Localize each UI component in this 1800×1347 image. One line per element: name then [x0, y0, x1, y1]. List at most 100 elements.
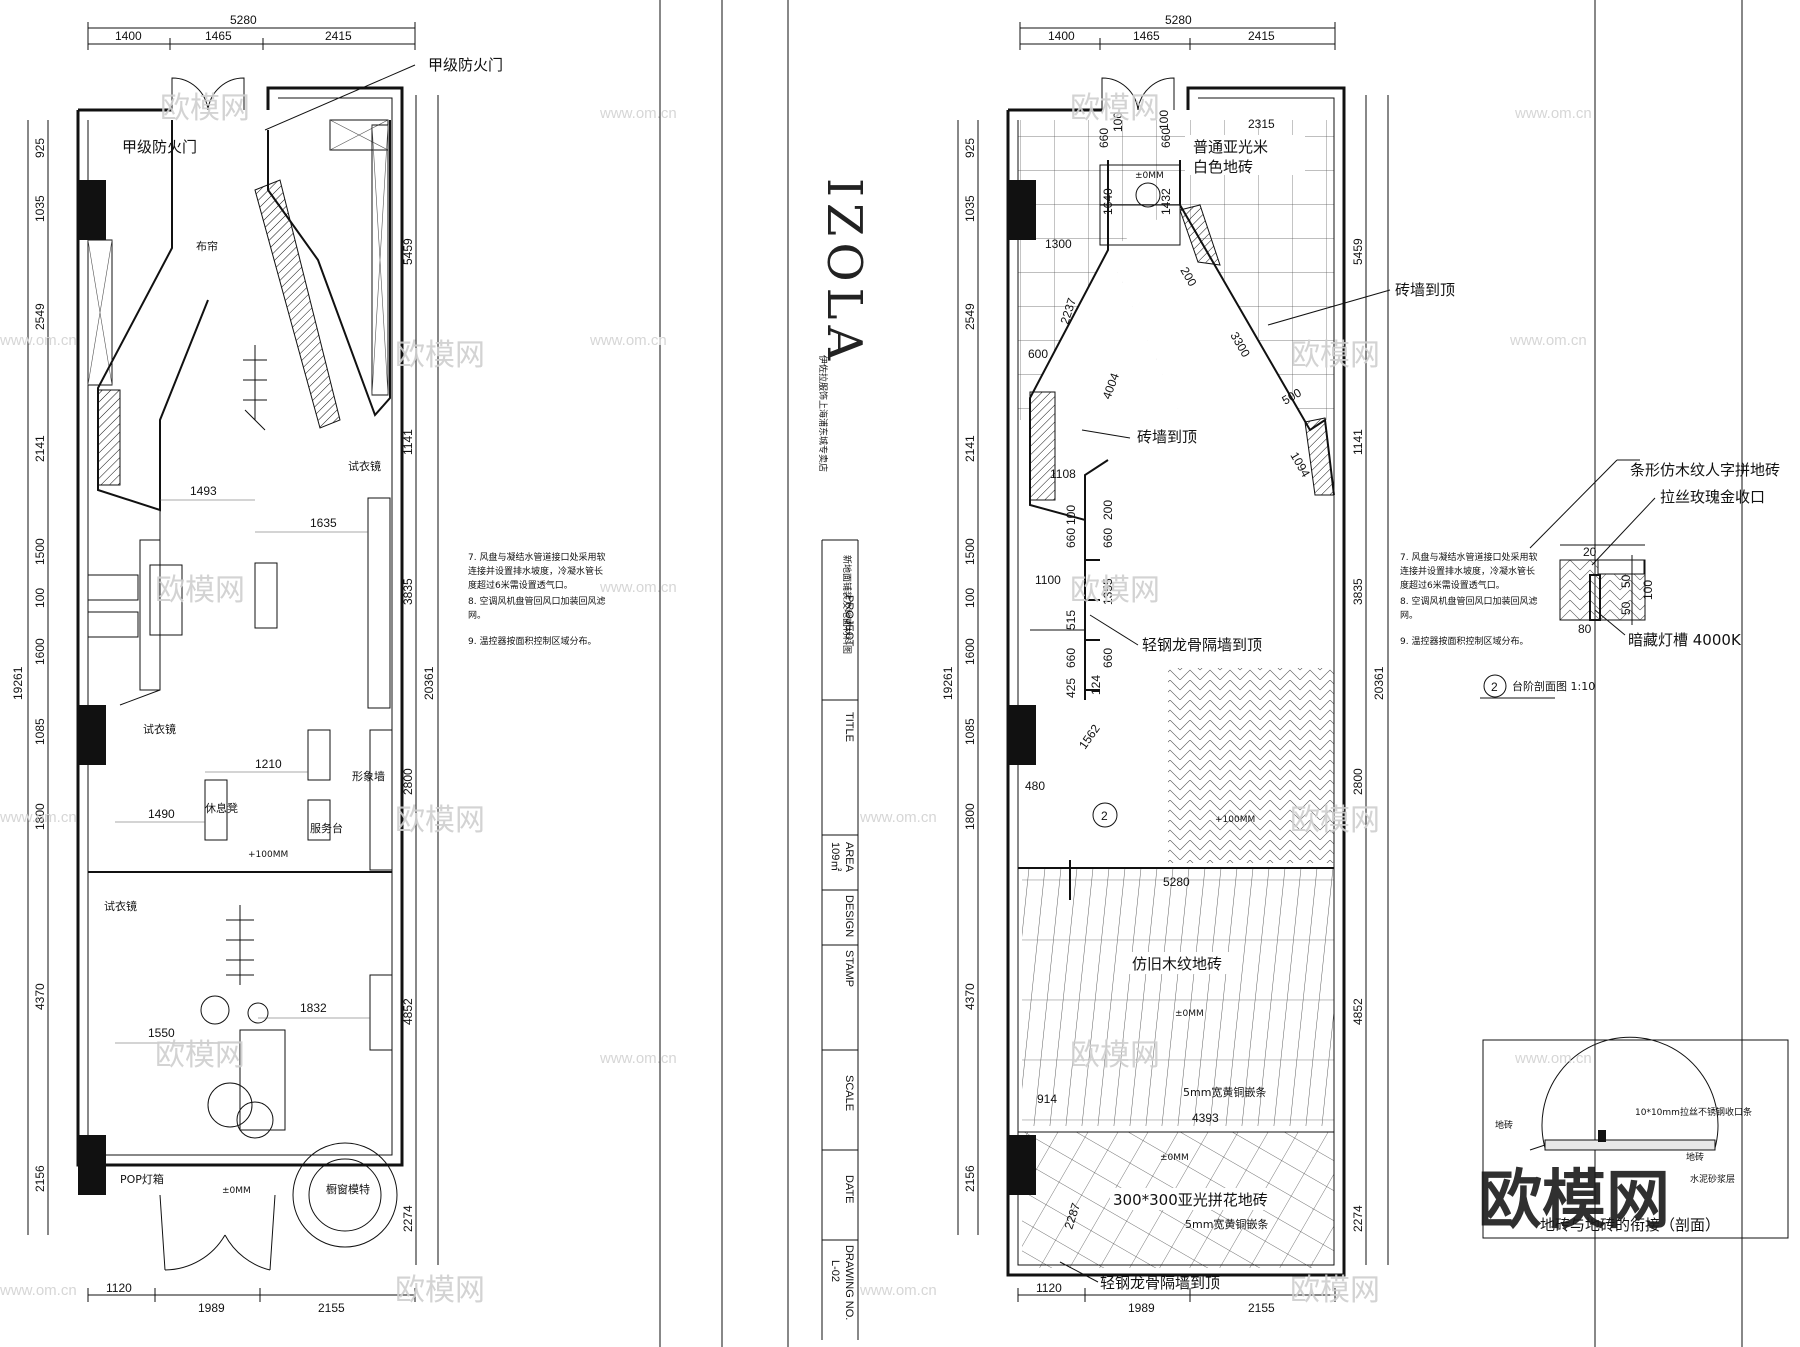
dim-inner: 660: [1097, 128, 1111, 148]
watermark-brand: 欧模网: [395, 338, 485, 373]
dim-top: 1465: [205, 29, 232, 43]
dim-inner: 100: [1157, 110, 1171, 130]
dim-bottom: 1120: [106, 1281, 132, 1295]
watermark-site: www.om.cn: [0, 1282, 77, 1299]
dim-top: 1465: [1133, 29, 1160, 43]
level-mark: +100MM: [248, 850, 288, 860]
note-line: 网。: [1400, 610, 1418, 621]
note-line: 连接并设置排水坡度，冷凝水管长: [1400, 565, 1535, 577]
detail-dim: 50: [1619, 601, 1633, 615]
dim-inner: 1300: [1045, 237, 1072, 251]
dim-left-total: 19261: [11, 666, 25, 700]
dim-right: 2274: [401, 1205, 415, 1232]
watermark-site: www.om.cn: [1514, 105, 1592, 122]
detail-dim: 50: [1619, 574, 1633, 588]
watermark-site: www.om.cn: [599, 1050, 677, 1067]
dim-inner: 1562: [1076, 722, 1103, 752]
dim-inner: 100: [1064, 505, 1078, 525]
tb-area-label: AREA: [843, 842, 855, 873]
dim-left: 100: [963, 588, 977, 608]
dim-right: 2274: [1351, 1205, 1365, 1232]
dim-inner: 1432: [1159, 188, 1173, 215]
watermark-brand: 欧模网: [155, 1038, 245, 1073]
tb-drawing-no-value: L-02: [829, 1260, 841, 1282]
watermark-brand: 欧模网: [1290, 803, 1380, 838]
dim-inner: 100: [1111, 112, 1125, 132]
dim-inner: 4393: [1192, 1111, 1219, 1125]
dim-left: 1500: [963, 538, 977, 565]
note-line: 连接并设置排水坡度，冷凝水管长: [468, 565, 603, 577]
dim-left: 925: [33, 138, 47, 158]
label-display: 橱窗模特: [326, 1182, 370, 1196]
note-line: 7. 风盘与凝结水管道接口处采用软: [1400, 551, 1537, 563]
dim-top: 2415: [325, 29, 352, 43]
dim-right: 3835: [1351, 578, 1365, 605]
right-floor-plan: 5280 1400 1465 2415 2315 6: [941, 13, 1455, 1315]
tb-stamp-label: STAMP: [843, 950, 855, 987]
label-tile-white: 白色地砖: [1193, 158, 1253, 176]
dim-left-total: 19261: [941, 666, 955, 700]
dim-left: 1035: [963, 195, 977, 222]
watermark-logo-large: 欧模网: [1478, 1164, 1670, 1238]
dim-inner: 660: [1101, 528, 1115, 548]
dim-left: 2156: [33, 1165, 47, 1192]
level-mark: ±0MM: [1135, 171, 1164, 181]
notes-left: 7. 风盘与凝结水管道接口处采用软 连接并设置排水坡度，冷凝水管长 度超过6米需…: [468, 551, 605, 647]
section-marker-number: 2: [1101, 809, 1108, 823]
dim-inner: 1635: [310, 516, 337, 530]
project-name: 伊佐拉服饰上海浦东城专卖店: [817, 355, 829, 472]
label-steel-wall: 轻钢龙骨隔墙到顶: [1142, 636, 1262, 654]
label-tile: 地砖: [1495, 1119, 1513, 1131]
dim-bottom: 2155: [318, 1301, 345, 1315]
watermark-site: www.om.cn: [859, 1282, 937, 1299]
dim-top-total: 5280: [1165, 13, 1192, 27]
dim-left: 1085: [963, 718, 977, 745]
left-floor-plan: 5280 1400 1465 2415: [11, 13, 503, 1315]
column: [78, 1135, 106, 1195]
label-tile-white: 普通亚光米: [1193, 138, 1268, 156]
dim-bottom: 2155: [1248, 1301, 1275, 1315]
section-marker: [1092, 802, 1118, 828]
dim-inner: 660: [1064, 648, 1078, 668]
dim-inner: 480: [1025, 779, 1045, 793]
label-steel-wall: 轻钢龙骨隔墙到顶: [1100, 1274, 1220, 1292]
dim-right: 2800: [401, 768, 415, 795]
level-mark: ±0MM: [1160, 1153, 1189, 1163]
dim-left: 2141: [963, 435, 977, 462]
dim-top: 1400: [1048, 29, 1075, 43]
label-rest-chair: 休息凳: [205, 801, 238, 815]
dim-inner: 124: [1089, 675, 1103, 695]
dim-left: 1800: [963, 803, 977, 830]
dim-left: 1800: [33, 803, 47, 830]
dim-right: 4852: [401, 998, 415, 1025]
label-brick-wall: 砖墙到顶: [1137, 428, 1197, 446]
dim-top-total: 5280: [230, 13, 257, 27]
watermark-brand: 欧模网: [1290, 1273, 1380, 1308]
dim-inner: 660: [1064, 528, 1078, 548]
label-copper-strip: 5mm宽黄铜嵌条: [1185, 1217, 1268, 1231]
detail-dim: 80: [1578, 622, 1592, 636]
dim-left: 1035: [33, 195, 47, 222]
label-pattern-tile: 300*300亚光拼花地砖: [1113, 1191, 1268, 1209]
dim-right: 5459: [1351, 238, 1365, 265]
label-mirror: 试衣镜: [104, 899, 137, 913]
watermark-layer: www.om.cn 欧模网 www.om.cn 欧模网 www.om.cn 欧模…: [0, 91, 1670, 1308]
column: [78, 705, 106, 765]
label-fire-door: 甲级防火门: [428, 56, 503, 74]
dim-inner: 1100: [1035, 573, 1061, 587]
joint-detail: 地砖 10*10mm拉丝不锈钢收口条 地砖 水泥砂浆层 地砖与地砖的衔接（剖面）: [1482, 1036, 1789, 1239]
label-rose-gold-edge: 拉丝玫瑰金收口: [1660, 488, 1765, 506]
dim-inner: 5280: [1163, 875, 1190, 889]
detail-dim: 100: [1641, 580, 1655, 600]
section-number: 2: [1491, 680, 1498, 694]
watermark-brand: 欧模网: [1070, 573, 1160, 608]
label-image-wall: 形象墙: [352, 769, 385, 783]
label-fire-door: 甲级防火门: [122, 138, 197, 156]
note-line: 度超过6米需设置透气口。: [468, 579, 573, 591]
watermark-brand: 欧模网: [395, 803, 485, 838]
dim-left: 4370: [33, 983, 47, 1010]
detail-dim: 20: [1583, 545, 1597, 559]
note-line: 9. 温控器按面积控制区域分布。: [468, 635, 596, 647]
note-line: 7. 风盘与凝结水管道接口处采用软: [468, 551, 605, 563]
